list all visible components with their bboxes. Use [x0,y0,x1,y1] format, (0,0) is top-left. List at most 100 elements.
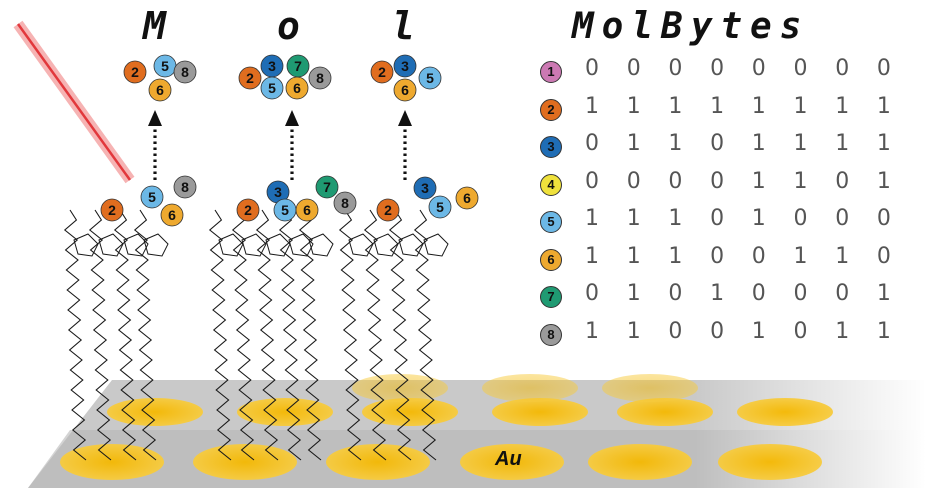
bit-cell: 1 [585,93,599,119]
tag-ball-text: 6 [401,82,409,98]
substrate-fade [0,370,926,500]
tag-ball-circle [370,60,394,84]
bit-cell: 0 [793,318,808,344]
row-label-4: 4 [540,173,562,196]
bit-cell: 1 [793,243,808,269]
bit-cell: 0 [835,56,850,81]
ms-arrowhead [398,110,412,126]
bit-cell: 1 [835,243,850,269]
gold-pad [460,444,564,480]
tag-ball-5: 5 [260,76,284,100]
tag-ball-circle [455,186,479,210]
tag-ball-circle [315,175,339,199]
maleimide-ring [73,233,99,257]
bit-cell: 1 [668,206,683,231]
maleimide-ring [218,233,244,257]
maleimide-ring [143,233,169,257]
tag-ball-circle [173,60,197,84]
tag-ball-5: 5 [418,66,442,90]
bit-cell: 1 [793,93,808,119]
tag-ball-circle [393,54,417,78]
bit-cell: 1 [626,131,641,156]
tag-ball-2: 2 [370,60,394,84]
tag-ball-text: 3 [421,180,429,196]
row-label-3: 3 [540,136,562,158]
bit-cell: 0 [876,56,891,81]
tag-ball-circle [236,198,260,222]
bit-cell: 1 [710,281,725,306]
molecule-chain [278,209,302,461]
bit-cell: 1 [585,318,599,344]
tag-ball-8: 8 [173,175,197,199]
maleimide-ring [98,233,124,257]
tag-ball-circle [123,60,147,84]
bit-cell: 1 [876,168,891,194]
bit-cell: 1 [751,131,766,156]
maleimide-ring [398,233,424,257]
tag-ball-8: 8 [333,191,357,215]
bit-cell: 1 [626,281,641,306]
tag-ball-2: 2 [376,198,400,222]
molecule-chain [208,209,232,461]
tag-ball-text: 7 [294,58,302,74]
gold-pad [482,374,578,402]
bit-cell: 0 [710,318,725,344]
tag-ball-6: 6 [148,78,172,102]
maleimide-ring [308,233,334,257]
bit-cell: 1 [876,93,891,119]
tag-ball-circle [295,198,319,222]
bit-cell: 0 [585,281,599,306]
tag-ball-circle [413,176,437,200]
molecule-chain [113,209,137,461]
bit-cell: 0 [585,131,599,156]
tag-ball-circle [173,175,197,199]
row-label-5: 5 [540,211,562,233]
bit-cell: 0 [751,56,766,81]
bit-cell: 0 [835,281,850,306]
gold-pad [718,444,822,480]
tag-ball-circle [393,78,417,102]
tag-ball-6: 6 [295,198,319,222]
bit-cell: 0 [876,206,891,231]
bit-cell: 0 [668,56,683,81]
tag-ball-7: 7 [315,175,339,199]
tag-ball-text: 7 [323,179,331,195]
gold-pad [362,398,458,426]
tag-ball-circle [140,185,164,209]
tag-ball-2: 2 [100,198,124,222]
tag-ball-3: 3 [393,54,417,78]
bit-cell: 0 [626,168,641,194]
maleimide-ring [288,233,314,257]
bit-cell: 1 [793,131,808,156]
bit-cell: 1 [876,131,891,156]
tag-ball-3: 3 [413,176,437,200]
tag-ball-text: 5 [148,189,156,205]
tag-ball-text: 5 [426,70,434,86]
tag-ball-circle [148,78,172,102]
bit-cell: 1 [751,318,766,344]
tag-ball-text: 3 [268,58,276,74]
tag-ball-text: 8 [316,70,324,86]
tag-ball-circle [418,66,442,90]
bit-cell: 1 [751,206,766,231]
tag-ball-8: 8 [308,66,332,90]
ms-arrowhead [285,110,299,126]
bit-cell: 1 [751,168,766,194]
bit-cell: 0 [585,168,599,194]
bit-cell: 1 [626,206,641,231]
bit-cell: 1 [876,281,891,306]
tag-ball-6: 6 [393,78,417,102]
tag-ball-text: 6 [303,202,311,218]
bit-cell: 1 [668,131,683,156]
tag-ball-2: 2 [238,66,262,90]
bit-cell: 1 [751,93,766,119]
maleimide-ring [373,233,399,257]
tag-ball-text: 5 [436,199,444,215]
molecule-chain [63,209,87,461]
tag-ball-6: 6 [160,203,184,227]
bit-cell: 1 [793,168,808,194]
bit-cell: 1 [668,243,683,269]
tag-ball-text: 8 [181,64,189,80]
gold-pad [588,444,692,480]
table-title: MolBytes [572,6,810,47]
